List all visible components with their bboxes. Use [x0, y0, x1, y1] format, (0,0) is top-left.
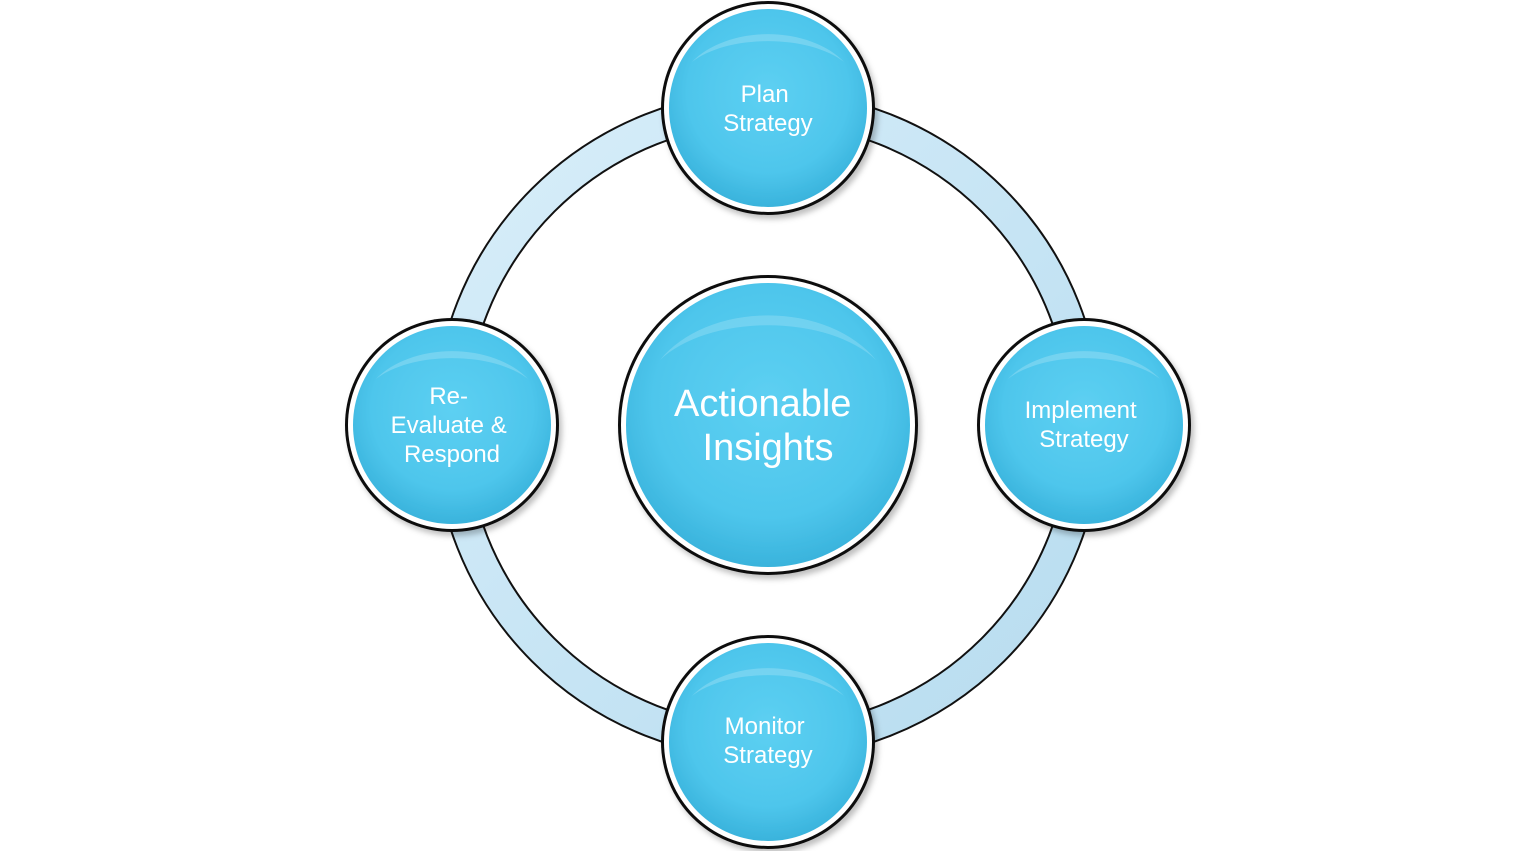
svg-text:Implement Strategy: Implement Strategy [1025, 397, 1144, 453]
plan-strategy-label-line-2: Strategy [723, 110, 812, 137]
plan-strategy-node[interactable]: Plan Strategy [661, 1, 875, 215]
monitor-strategy-label-line-1: Monitor [725, 713, 805, 740]
svg-text:Actionable Insights: Actionable Insights [674, 383, 862, 469]
center-node[interactable]: Actionable Insights [618, 275, 918, 575]
re-evaluate-label-line-1: Re- [429, 383, 468, 410]
monitor-strategy-label-line-2: Strategy [723, 742, 812, 769]
center-label-line-1: Actionable [674, 383, 851, 425]
svg-text:Re- Evaluate & Res: Re- Evaluate & Respond [391, 383, 514, 468]
plan-strategy-label-line-1: Plan [741, 81, 789, 108]
implement-strategy-label-line-2: Strategy [1039, 426, 1128, 453]
svg-text:Plan Strategy: Plan Strategy [723, 81, 812, 137]
implement-strategy-label-line-1: Implement [1025, 397, 1137, 424]
center-label-line-2: Insights [703, 427, 834, 469]
re-evaluate-label-line-3: Respond [404, 441, 500, 468]
implement-strategy-node[interactable]: Implement Strategy [977, 318, 1191, 532]
re-evaluate-respond-node[interactable]: Re- Evaluate & Respond [345, 318, 559, 532]
re-evaluate-label-line-2: Evaluate & [391, 412, 507, 439]
monitor-strategy-node[interactable]: Monitor Strategy [661, 635, 875, 849]
svg-text:Monitor Strategy: Monitor Strategy [723, 713, 812, 769]
